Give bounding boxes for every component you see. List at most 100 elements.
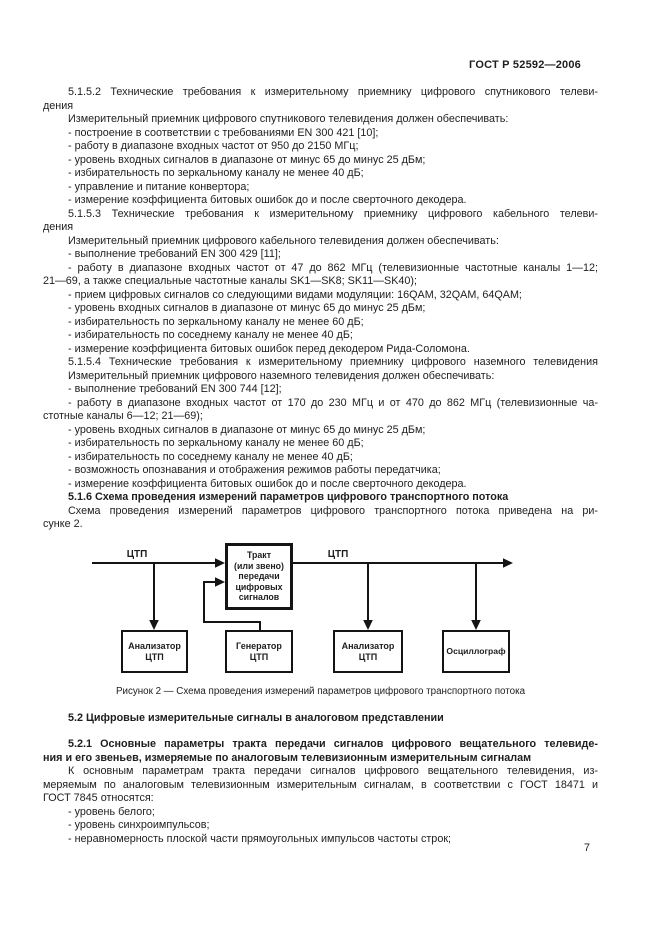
body-text-lower: 5.2.1 Основные параметры тракта передачи…	[43, 738, 598, 846]
stream-label-right: ЦТП	[327, 549, 349, 560]
text-line: - избирательность по соседнему каналу не…	[68, 329, 353, 341]
text-line: - избирательность по соседнему каналу не…	[68, 450, 353, 463]
box-label-line: Генератор	[236, 641, 282, 652]
paragraph: Схема проведения измерений параметров ци…	[43, 505, 598, 532]
diagram-box-oscilloscope: Осциллограф	[442, 630, 510, 673]
paragraph: 5.1.5.4 Технические требования к измерит…	[43, 356, 598, 370]
text-line: - избирательность по зеркальному каналу …	[68, 315, 364, 328]
document-code: ГОСТ Р 52592—2006	[469, 59, 581, 71]
text-line: Схема проведения измерений параметров ци…	[68, 504, 598, 517]
list-item: - избирательность по зеркальному каналу …	[43, 167, 598, 181]
list-item: - работу в диапазоне входных частот от 4…	[43, 262, 598, 289]
list-item: - работу в диапазоне входных частот от 9…	[43, 140, 598, 154]
text-line: - уровень входных сигналов в диапазоне о…	[68, 302, 426, 314]
arrowhead-into-tract-bottom	[215, 577, 225, 587]
text-line: - возможность опознавания и отображения …	[68, 464, 441, 476]
text-line: стотные каналы 6—12; 21—69);	[43, 410, 203, 422]
text-line: - уровень синхроимпульсов;	[68, 819, 210, 831]
text-line: - измерение коэффициента битовых ошибок …	[68, 477, 467, 490]
text-line: ГОСТ 7845 относятся:	[43, 792, 154, 804]
page-number: 7	[583, 842, 590, 854]
text-line: - работу в диапазоне входных частот от 1…	[68, 396, 598, 409]
list-item: - уровень белого;	[43, 806, 598, 820]
text-line: Измерительный приемник цифрового наземно…	[68, 369, 495, 382]
paragraph: К основным параметрам тракта передачи си…	[43, 765, 598, 806]
diagram-lines	[92, 558, 513, 631]
paragraph: Измерительный приемник цифрового наземно…	[43, 370, 598, 384]
text-line: - уровень входных сигналов в диапазоне о…	[68, 153, 426, 166]
body-text-upper: 5.1.5.2 Технические требования к измерит…	[43, 86, 598, 532]
text-line: дения	[43, 99, 74, 112]
text-line: - управление и питание конвертора;	[68, 180, 250, 193]
list-item: - уровень синхроимпульсов;	[43, 819, 598, 833]
box-label-line: передачи	[238, 571, 280, 582]
text-line: Измерительный приемник цифрового спутник…	[68, 113, 509, 125]
paragraph: 5.1.6 Схема проведения измерений парамет…	[43, 491, 598, 505]
list-item: - управление и питание конвертора;	[43, 181, 598, 195]
box-label-line: Тракт	[246, 550, 271, 561]
text-line: К основным параметрам тракта передачи си…	[68, 765, 598, 777]
list-item: - избирательность по зеркальному каналу …	[43, 316, 598, 330]
paragraph: Измерительный приемник цифрового кабельн…	[43, 235, 598, 249]
box-label-line: сигналов	[238, 592, 280, 603]
text-line: дения	[43, 221, 74, 233]
text-line: - выполнение требований EN 300 744 [12];	[68, 383, 282, 395]
section-5-2-heading: 5.2 Цифровые измерительные сигналы в ана…	[68, 712, 444, 724]
text-line: - работу в диапазоне входных частот от 9…	[68, 140, 359, 152]
text-line: - избирательность по зеркальному каналу …	[68, 167, 364, 179]
text-line: Измерительный приемник цифрового кабельн…	[68, 234, 499, 247]
arrowhead-analyzer-left	[149, 620, 159, 630]
list-item: - выполнение требований EN 300 429 [11];	[43, 248, 598, 262]
text-line: меряемым по аналоговым телевизионным изм…	[43, 778, 598, 791]
list-item: - измерение коэффициента битовых ошибок …	[43, 343, 598, 357]
list-item: - измерение коэффициента битовых ошибок …	[43, 478, 598, 492]
text-line: 5.1.5.2 Технические требования к измерит…	[68, 86, 598, 98]
paragraph: 5.1.5.3 Технические требования к измерит…	[43, 208, 598, 235]
list-item: - работу в диапазоне входных частот от 1…	[43, 397, 598, 424]
arrowhead-line-end	[503, 558, 513, 568]
paragraph: Измерительный приемник цифрового спутник…	[43, 113, 598, 127]
stream-label-left: ЦТП	[126, 549, 148, 560]
text-line: - избирательность по зеркальному каналу …	[68, 437, 364, 449]
paragraph: 5.1.5.2 Технические требования к измерит…	[43, 86, 598, 113]
text-line: ния и его звеньев, измеряемые по аналого…	[43, 751, 532, 764]
list-item: - уровень входных сигналов в диапазоне о…	[43, 302, 598, 316]
figure-caption: Рисунок 2 — Схема проведения измерений п…	[115, 686, 526, 697]
box-label-line: ЦТП	[249, 651, 269, 662]
text-line: сунке 2.	[43, 518, 83, 530]
text-line: - работу в диапазоне входных частот от 4…	[68, 261, 598, 274]
list-item: - избирательность по зеркальному каналу …	[43, 437, 598, 451]
list-item: - избирательность по соседнему каналу не…	[43, 451, 598, 465]
text-line: - построение в соответствии с требования…	[68, 126, 379, 139]
text-line: 5.1.6 Схема проведения измерений парамет…	[68, 491, 509, 503]
text-line: - выполнение требований EN 300 429 [11];	[68, 248, 281, 260]
arrowhead-oscilloscope	[471, 620, 481, 630]
text-line: 5.2.1 Основные параметры тракта передачи…	[68, 738, 598, 750]
box-label-line: Анализатор	[128, 641, 181, 652]
text-line: 5.1.5.3 Технические требования к измерит…	[68, 207, 598, 220]
list-item: - возможность опознавания и отображения …	[43, 464, 598, 478]
text-line: 5.1.5.4 Технические требования к измерит…	[68, 356, 598, 368]
paragraph: 5.2.1 Основные параметры тракта передачи…	[43, 738, 598, 765]
text-line: - неравномерность плоской части прямоуго…	[68, 832, 452, 845]
text-line: - уровень входных сигналов в диапазоне о…	[68, 423, 426, 436]
text-line: - прием цифровых сигналов со следующими …	[68, 288, 522, 301]
list-item: - неравномерность плоской части прямоуго…	[43, 833, 598, 847]
box-label-line: (или звено)	[234, 560, 284, 571]
list-item: - избирательность по соседнему каналу не…	[43, 329, 598, 343]
box-label-line: ЦТП	[145, 651, 164, 662]
text-line: - измерение коэффициента битовых ошибок …	[68, 342, 470, 355]
list-item: - уровень входных сигналов в диапазоне о…	[43, 424, 598, 438]
arrowhead-analyzer-right	[363, 620, 373, 630]
box-label-line: Анализатор	[341, 641, 395, 652]
text-line: - уровень белого;	[68, 805, 155, 818]
box-label-line: Осциллограф	[446, 646, 506, 657]
box-label-line: ЦТП	[358, 651, 378, 662]
list-item: - построение в соответствии с требования…	[43, 127, 598, 141]
arrowhead-into-tract-top	[215, 558, 225, 568]
